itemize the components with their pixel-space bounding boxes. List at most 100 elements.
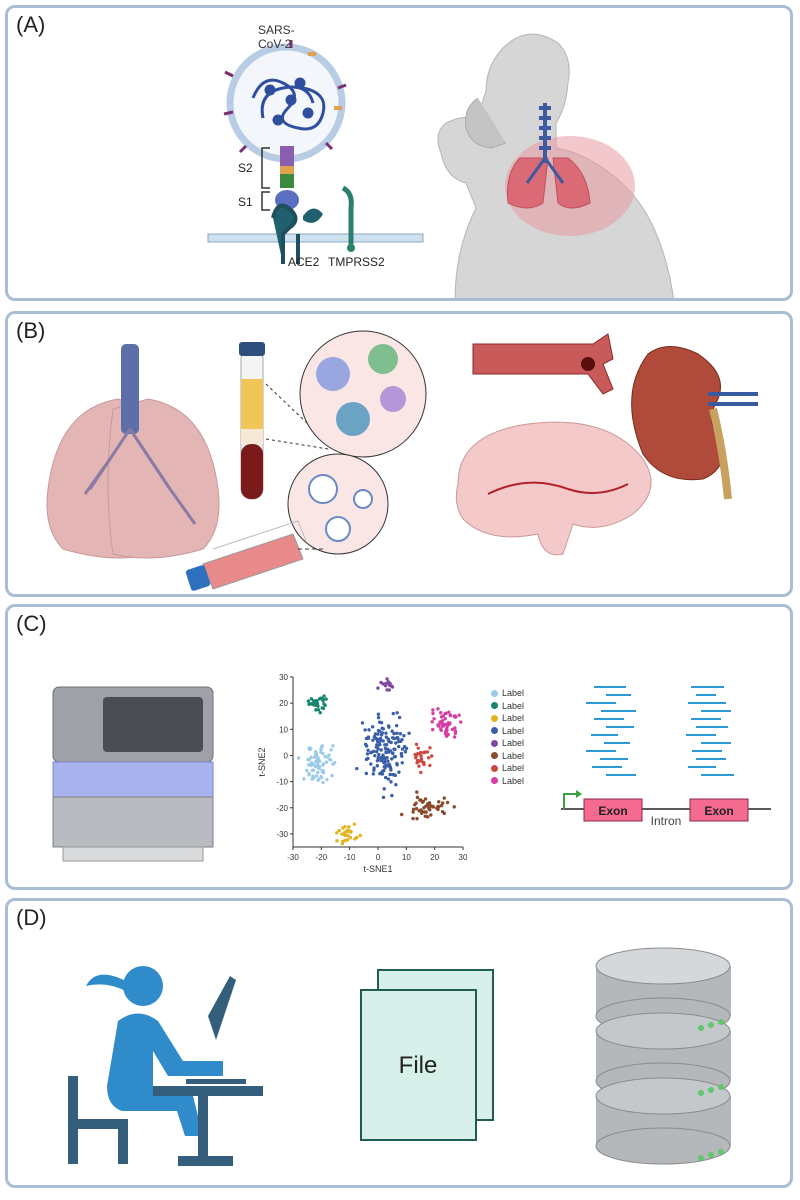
s2-label: S2 xyxy=(238,161,253,175)
scatter-point xyxy=(437,800,441,804)
scatter-point xyxy=(394,783,398,787)
scatter-point xyxy=(403,750,408,754)
panel-a-graphic: S2 S1 SARS- CoV-2 ACE2 TMPRSS2 xyxy=(207,23,674,298)
scatter-point xyxy=(322,702,326,706)
scatter-point xyxy=(331,762,335,766)
scatter-point xyxy=(429,813,433,817)
scatter-point xyxy=(423,797,428,801)
scatter-point xyxy=(392,755,397,759)
scatter-point xyxy=(416,759,420,763)
scatter-point xyxy=(324,697,328,701)
scatter-point xyxy=(437,805,441,809)
scatter-point xyxy=(313,755,317,759)
scatter-point xyxy=(443,711,447,716)
scatter-point xyxy=(396,737,400,741)
legend-marker xyxy=(491,739,498,747)
panel-b-label: (B) xyxy=(16,318,46,343)
scatter-point xyxy=(366,748,370,753)
scatter-point xyxy=(387,683,392,687)
scatter-point xyxy=(446,732,450,737)
scatter-point xyxy=(317,765,321,770)
scatter-point xyxy=(330,773,334,778)
scatter-point xyxy=(313,764,318,769)
scatter-point xyxy=(391,751,395,756)
scatter-point xyxy=(385,677,389,681)
scatter-point xyxy=(439,727,443,731)
legend-label: Label xyxy=(502,700,525,711)
scatter-point xyxy=(376,755,381,760)
legend-label: Label xyxy=(502,750,525,761)
scatter-point xyxy=(400,761,404,765)
scatter-point xyxy=(426,803,430,807)
legend-marker xyxy=(491,689,498,697)
y-tick-label: -30 xyxy=(276,830,288,839)
scatter-point xyxy=(364,744,369,748)
scatter-point xyxy=(422,806,426,810)
panel-b: (B) xyxy=(5,311,793,597)
scatter-point xyxy=(340,842,345,846)
legend-item: Label xyxy=(491,750,524,763)
scatter-point xyxy=(453,714,457,718)
scatter-point xyxy=(337,828,341,833)
scatter-point xyxy=(382,765,386,769)
scatter-point xyxy=(321,751,325,756)
scatter-point xyxy=(316,708,321,712)
scatter-point xyxy=(384,731,388,735)
scatter-point xyxy=(402,744,407,749)
x-tick-label: -10 xyxy=(344,853,356,862)
legend-label: Label xyxy=(502,775,525,786)
scatter-point xyxy=(417,764,421,768)
scatter-point xyxy=(360,721,365,725)
scatter-point xyxy=(428,763,432,768)
scatter-point xyxy=(398,732,403,736)
scatter-point xyxy=(395,731,399,735)
scatter-point xyxy=(305,768,309,773)
scatter-point xyxy=(381,753,385,757)
x-tick-label: 20 xyxy=(430,853,439,862)
scatter-point xyxy=(453,731,458,735)
legend-label: Label xyxy=(502,688,525,699)
scatter-point xyxy=(411,816,415,821)
scatter-point xyxy=(365,752,370,756)
scatter-point xyxy=(376,743,380,748)
scatter-point xyxy=(366,736,371,740)
y-tick-label: 0 xyxy=(284,751,289,760)
scatter-point xyxy=(371,738,375,742)
panel-d: (D) File xyxy=(5,898,793,1188)
scatter-point xyxy=(386,680,391,684)
legend-item: Label xyxy=(491,775,524,788)
x-tick-label: 10 xyxy=(402,853,411,862)
scatter-point xyxy=(310,768,315,773)
scatter-point xyxy=(370,725,375,729)
scatter-point xyxy=(386,759,390,763)
scatter-point xyxy=(329,758,333,762)
scatter-point xyxy=(378,736,383,741)
scatter-point xyxy=(448,721,452,725)
scatter-point xyxy=(394,741,398,745)
scatter-point xyxy=(441,722,445,726)
scatter-point xyxy=(400,754,404,758)
scatter-point xyxy=(315,699,319,703)
tmprss2-label: TMPRSS2 xyxy=(328,255,385,269)
scatter-point xyxy=(316,756,320,760)
scatter-point xyxy=(322,694,326,698)
scatter-point xyxy=(386,737,391,741)
coughing-person-illustration xyxy=(437,33,674,298)
scatter-point xyxy=(372,766,376,770)
legend-marker xyxy=(491,727,498,735)
scatter-point xyxy=(450,727,455,732)
scatter-point xyxy=(453,726,457,730)
scatter-point xyxy=(353,837,357,841)
legend-marker xyxy=(491,752,498,760)
trachea xyxy=(539,103,551,163)
scatter-point xyxy=(459,720,463,724)
scatter-point xyxy=(355,766,359,771)
scatter-point xyxy=(381,682,385,686)
scatter-point xyxy=(377,729,382,733)
scatter-point xyxy=(320,706,324,710)
scatter-point xyxy=(314,708,318,712)
scatter-point xyxy=(386,724,391,728)
scatter-point xyxy=(448,713,452,718)
scatter-point xyxy=(343,833,347,838)
